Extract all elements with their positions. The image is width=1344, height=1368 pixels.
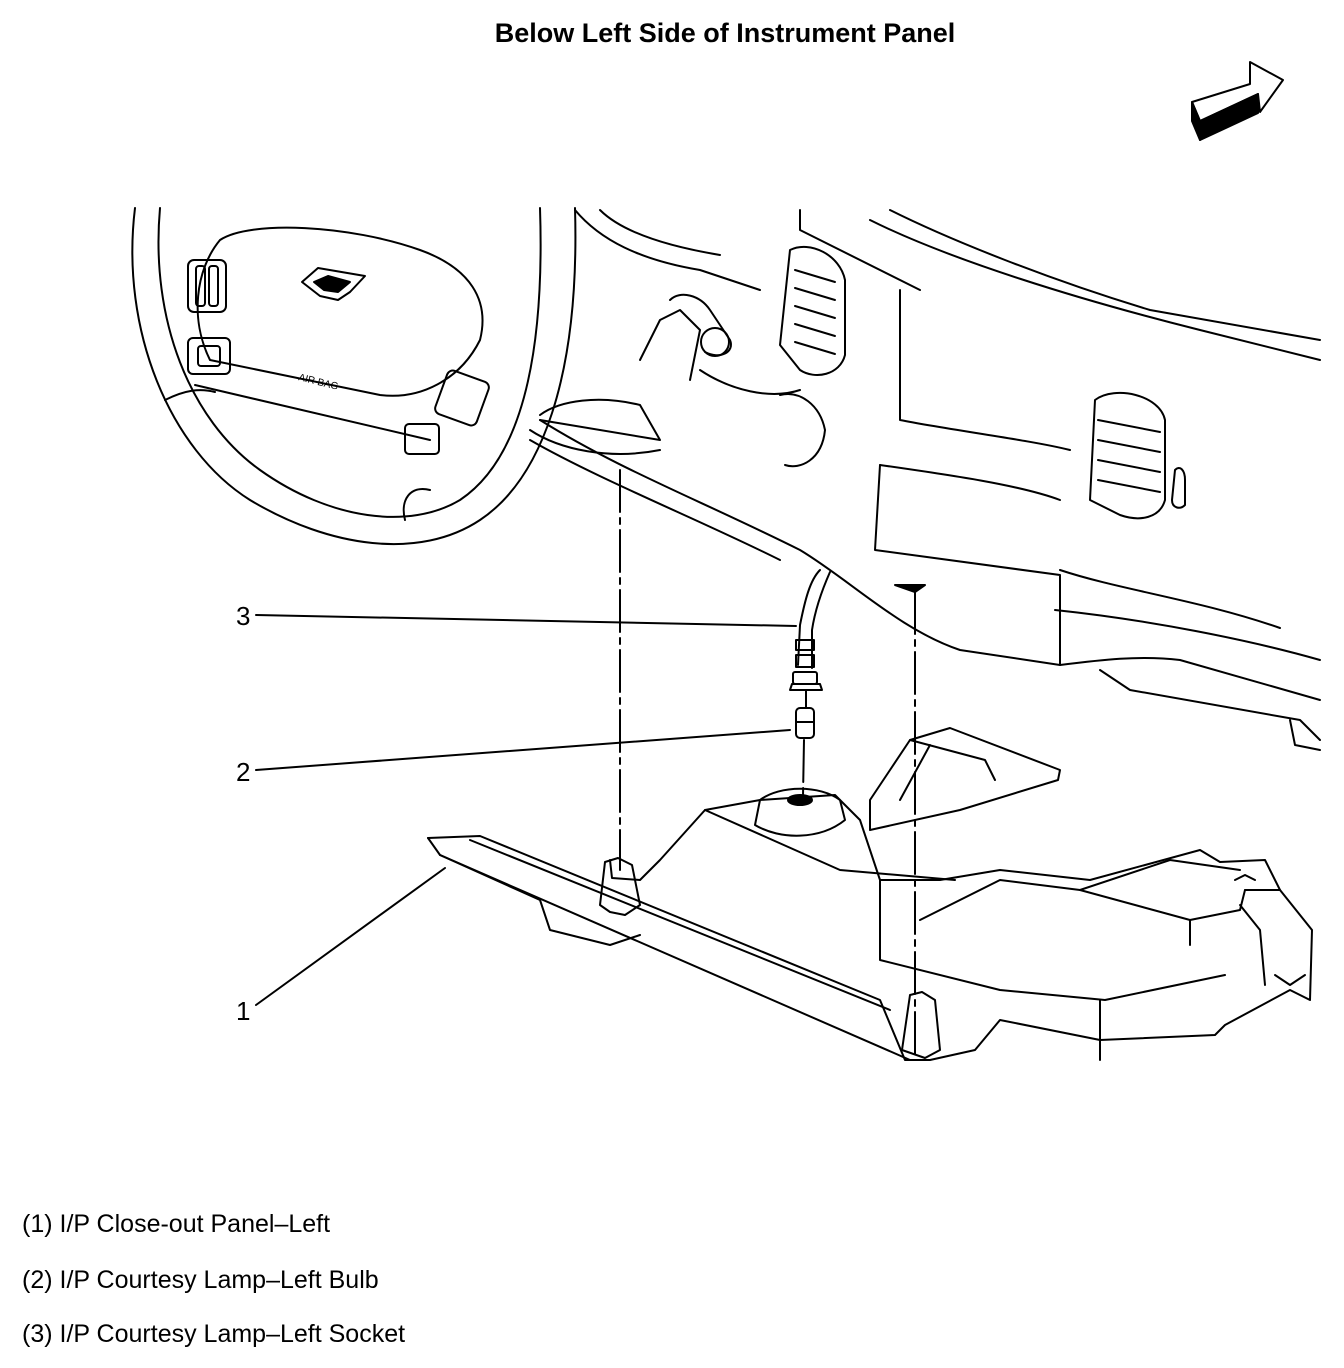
forward-arrow-icon: [1191, 61, 1284, 141]
leader-lines: [255, 614, 797, 1006]
diagram-title: Below Left Side of Instrument Panel: [494, 18, 956, 48]
callout-1: 1: [236, 996, 251, 1026]
close-out-panel: [427, 727, 1313, 1061]
callout-2: 2: [236, 757, 251, 787]
callout-3: 3: [236, 601, 251, 631]
svg-text:AIR BAG: AIR BAG: [297, 372, 339, 393]
courtesy-lamp-socket: [789, 569, 831, 691]
courtesy-lamp-bulb: [795, 707, 815, 739]
legend-item-3: (3) I/P Courtesy Lamp–Left Socket: [22, 1320, 406, 1348]
legend-item-2: (2) I/P Courtesy Lamp–Left Bulb: [22, 1266, 379, 1294]
bowtie-logo-icon: [301, 267, 366, 301]
legend-item-1: (1) I/P Close-out Panel–Left: [22, 1210, 331, 1238]
steering-wheel: AIR BAG: [131, 207, 577, 546]
instrument-panel: [529, 209, 1321, 751]
alignment-lines: [619, 469, 916, 1056]
